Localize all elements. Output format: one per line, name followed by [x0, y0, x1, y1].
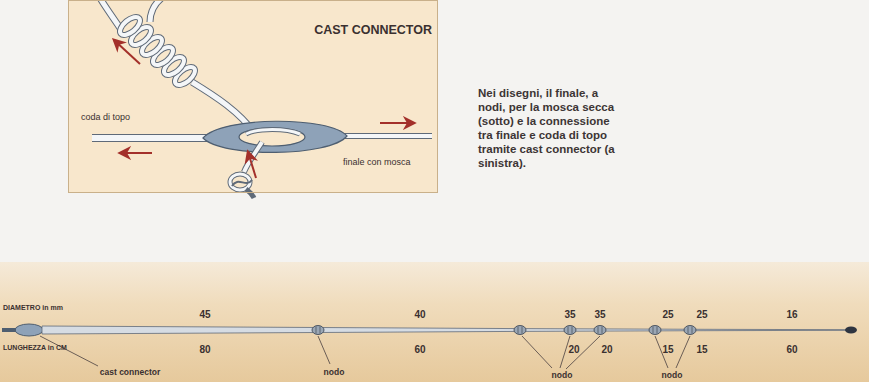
- length-number: 20: [601, 344, 612, 355]
- caption: Nei disegni, il finale, a nodi, per la m…: [478, 86, 616, 170]
- length-number: 60: [414, 344, 425, 355]
- part-label: nodo: [324, 367, 345, 377]
- diameter-number: 45: [199, 309, 210, 320]
- length-number: 15: [696, 344, 707, 355]
- panel-box: CAST CONNECTOR coda di topo finale con mos…: [68, 0, 438, 193]
- lower-knot: [230, 142, 262, 198]
- pull-arrow: [114, 40, 414, 178]
- diameter-number: 35: [594, 309, 605, 320]
- part-label: nodo: [662, 370, 683, 380]
- part-label: cast connector: [100, 367, 160, 377]
- length-number: 15: [662, 344, 673, 355]
- diameter-number: 35: [564, 309, 575, 320]
- part-label: coda di topo: [81, 112, 130, 122]
- diameter-number: 16: [786, 309, 797, 320]
- tapered-leader: [2, 324, 857, 336]
- diameter-number: 25: [662, 309, 673, 320]
- length-number: 80: [199, 344, 210, 355]
- diameter-number: 40: [414, 309, 425, 320]
- length-number: 60: [786, 344, 797, 355]
- band: [0, 262, 869, 382]
- axis-label: DIAMETRO in mm: [3, 304, 63, 311]
- diameter-number: 25: [696, 309, 707, 320]
- panel-title: CAST CONNECTOR: [314, 23, 432, 37]
- cast-connector: [203, 121, 347, 152]
- fly-line: [92, 138, 215, 139]
- part-label: nodo: [552, 370, 573, 380]
- axis-label: LUNGHEZZA in CM: [3, 344, 67, 351]
- length-number: 20: [568, 344, 579, 355]
- part-label: finale con mosca: [343, 157, 411, 167]
- panel-fill: [68, 0, 438, 193]
- pointer-line: [40, 336, 690, 369]
